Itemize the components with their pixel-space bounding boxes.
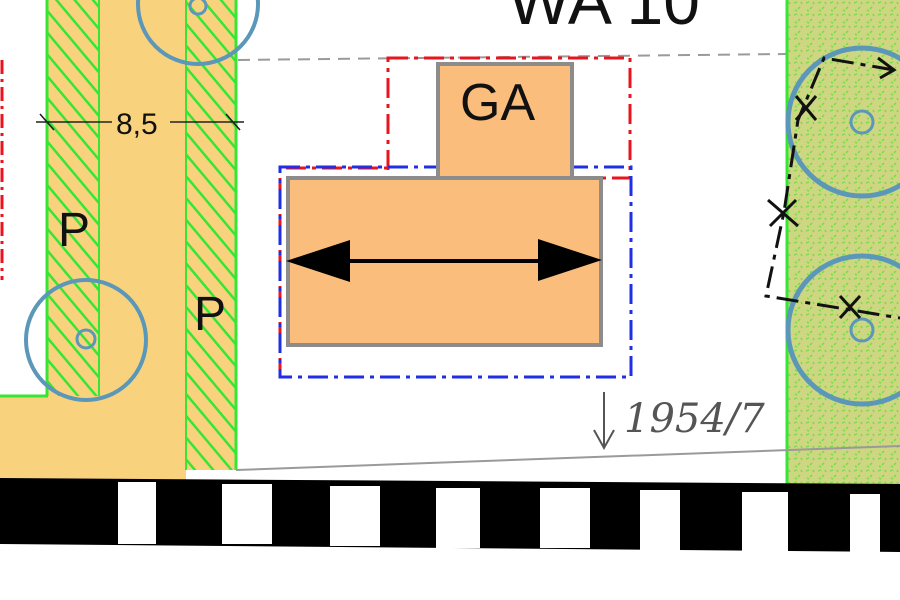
parcel-boundary-line	[235, 445, 900, 471]
dimension-label-bg	[112, 104, 170, 134]
green-area-right	[785, 0, 900, 490]
boundary-arrow	[877, 56, 897, 80]
green-strip-left	[45, 0, 100, 396]
tree-icon	[24, 278, 148, 402]
parcel-number: 1954/7	[624, 396, 765, 442]
down-arrow-icon	[593, 392, 615, 451]
boundary-marks	[767, 95, 862, 320]
parking-label-right: P	[194, 288, 226, 341]
scale-bar	[0, 478, 900, 554]
garage-label: GA	[460, 74, 535, 132]
green-strip-right	[185, 0, 238, 470]
garage	[436, 62, 574, 180]
road-area	[0, 0, 186, 486]
double-arrow-icon	[286, 239, 602, 282]
building-boundary	[278, 165, 633, 379]
tree-icon	[136, 0, 260, 66]
tree-icon	[785, 45, 900, 199]
tree-icon	[785, 253, 900, 407]
neighbor-boundary	[764, 56, 900, 320]
dashed-reference-line	[237, 53, 787, 61]
zone-label: WA 10	[508, 0, 700, 38]
dimension-label: 8,5	[116, 108, 158, 141]
parking-label-left: P	[58, 204, 90, 257]
